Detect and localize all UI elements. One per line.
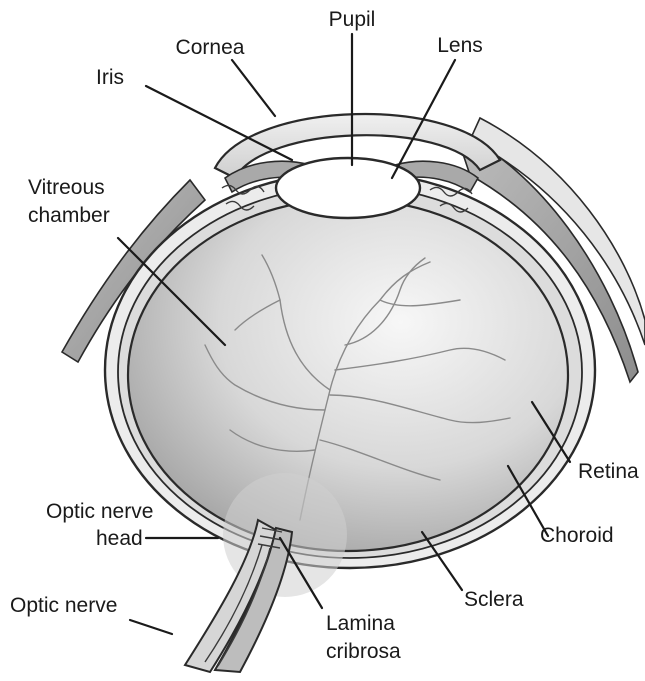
label-vitreous-line2: chamber bbox=[28, 204, 110, 227]
leader-iris bbox=[146, 86, 292, 160]
label-optic-nerve-head-line2: head bbox=[96, 527, 143, 550]
label-pupil: Pupil bbox=[329, 8, 376, 31]
label-optic-nerve-head-line1: Optic nerve bbox=[46, 500, 153, 523]
label-lamina-line1: Lamina bbox=[326, 612, 395, 635]
label-sclera: Sclera bbox=[464, 588, 524, 611]
label-retina: Retina bbox=[578, 460, 639, 483]
label-lamina-line2: cribrosa bbox=[326, 640, 401, 663]
vitreous-chamber-body bbox=[128, 199, 568, 551]
label-choroid: Choroid bbox=[540, 524, 614, 547]
leader-cornea bbox=[232, 60, 275, 116]
label-cornea: Cornea bbox=[176, 36, 245, 59]
label-optic-nerve: Optic nerve bbox=[10, 594, 117, 617]
label-vitreous-line1: Vitreous bbox=[28, 176, 105, 199]
leader-optic-nerve bbox=[130, 620, 172, 634]
label-iris: Iris bbox=[96, 66, 124, 89]
label-lens: Lens bbox=[437, 34, 483, 57]
